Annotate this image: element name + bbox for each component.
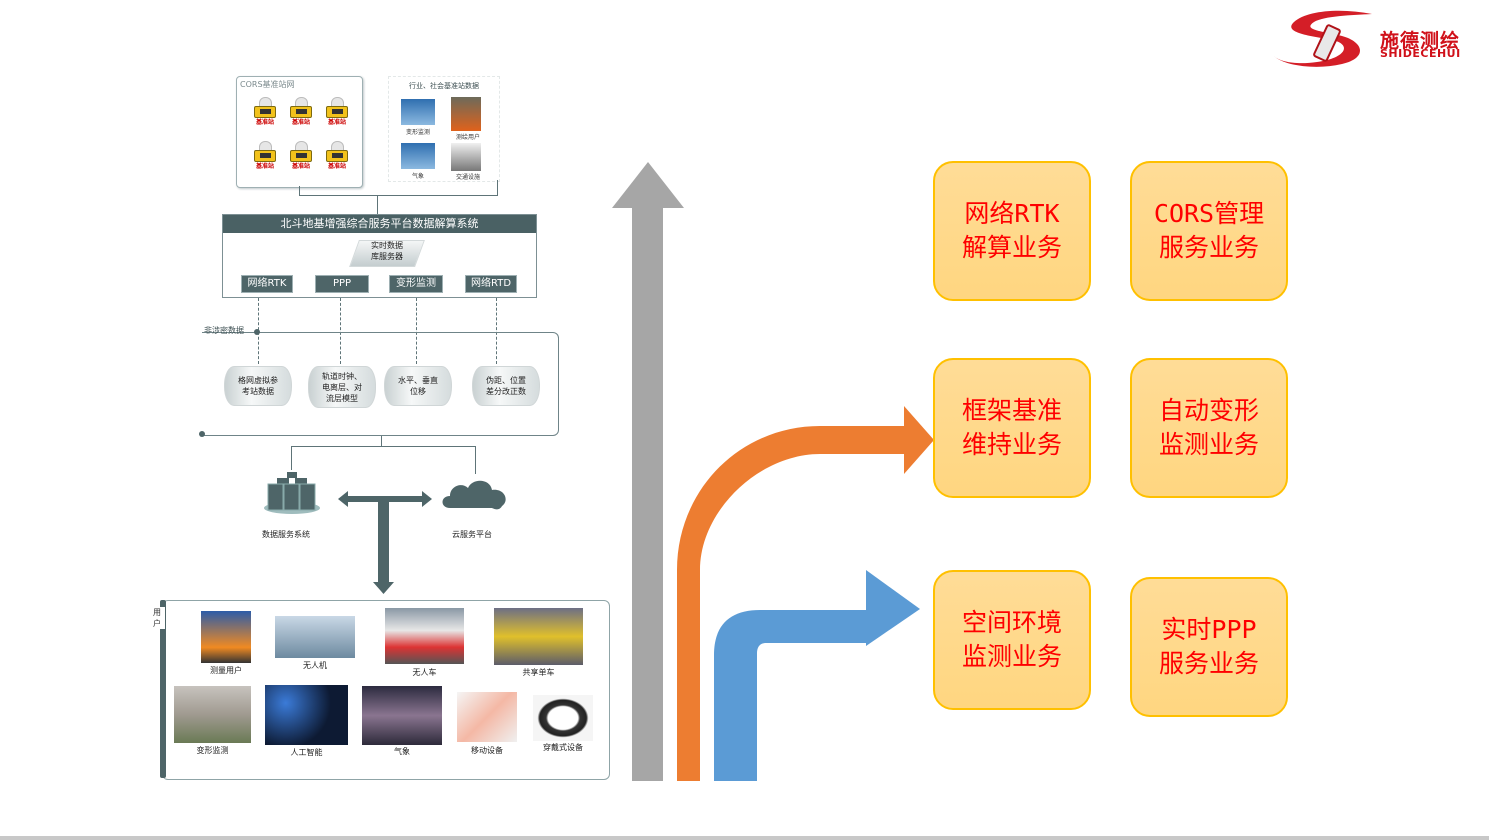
- industry-thumb: 交通设施: [451, 143, 481, 181]
- connector-line: [299, 186, 300, 196]
- service-tag-network-rtd: 网络RTD: [465, 275, 517, 293]
- product-orbit-clock-model: 轨道时钟、电离层、对流层模型: [308, 366, 376, 408]
- logo-english-name: SHIDECEHUI: [1380, 47, 1461, 60]
- base-station-icon: 基准站: [325, 97, 348, 127]
- business-box-frame-reference: 框架基准维持业务: [933, 358, 1091, 498]
- connector-line: [497, 180, 498, 196]
- company-logo: 施德测绘 SHIDECEHUI: [1272, 6, 1482, 72]
- cloud-service-platform-label: 云服务平台: [452, 530, 492, 539]
- business-box-cors-management: CORS管理服务业务: [1130, 161, 1288, 301]
- server-cluster-icon: [264, 472, 320, 514]
- user-photo-artificial-intelligence: 人工智能: [265, 685, 348, 757]
- logo-chinese-name: 施德测绘: [1380, 30, 1461, 52]
- orange-curved-arrow: [677, 406, 934, 781]
- blue-bent-arrow: [714, 570, 920, 781]
- platform-title: 北斗地基增强综合服务平台数据解算系统: [223, 215, 536, 233]
- product-grid-virtual-station: 格网虚拟参考站数据: [224, 366, 292, 406]
- business-box-auto-deformation: 自动变形监测业务: [1130, 358, 1288, 498]
- user-photo-weather: 气象: [362, 686, 442, 756]
- user-photo-mobile-device: 移动设备: [457, 692, 517, 755]
- dashed-link: [416, 298, 417, 364]
- user-photo-surveyor: 测量用户: [201, 611, 251, 675]
- connector-line: [475, 446, 476, 474]
- connector-line: [299, 195, 497, 196]
- user-photo-driverless-car: 无人车: [385, 608, 464, 677]
- cors-panel-title: CORS基准站网: [240, 80, 295, 89]
- service-tag-network-rtk: 网络RTK: [241, 275, 293, 293]
- users-panel: [162, 600, 610, 780]
- business-box-space-environment: 空间环境监测业务: [933, 570, 1091, 710]
- users-label: 用户: [153, 607, 165, 629]
- connector-line: [291, 446, 475, 447]
- base-station-icon: 基准站: [325, 141, 348, 171]
- data-service-system-label: 数据服务系统: [262, 530, 310, 539]
- industry-panel-title: 行业、社会基准站数据: [409, 82, 479, 90]
- base-station-icon: 基准站: [289, 97, 312, 127]
- connector-line: [291, 446, 292, 470]
- user-photo-wearable-device: 穿戴式设备: [533, 695, 593, 752]
- user-photo-deformation-monitoring: 变形监测: [174, 686, 251, 755]
- industry-thumb: 气象: [401, 143, 435, 180]
- loop-node: [254, 329, 260, 335]
- distribution-loop-line: [202, 332, 559, 436]
- base-station-icon: 基准站: [253, 141, 276, 171]
- growth-arrows: [612, 162, 934, 781]
- base-station-icon: 基准站: [253, 97, 276, 127]
- industry-station-panel: 行业、社会基准站数据 变形监测 测绘用户 气象 交通设施: [388, 76, 500, 182]
- users-panel-bar: [160, 600, 166, 778]
- dashed-link: [496, 298, 497, 364]
- user-photo-drone: 无人机: [275, 616, 355, 670]
- connector-line: [381, 436, 382, 447]
- bottom-divider: [0, 836, 1489, 840]
- product-displacement: 水平、垂直位移: [384, 366, 452, 406]
- cloud-icon: [442, 480, 506, 510]
- beidou-platform-panel: 北斗地基增强综合服务平台数据解算系统 实时数据库服务器 网络RTK PPP 变形…: [222, 214, 537, 298]
- connector-line: [377, 195, 378, 214]
- logo-s-swoosh-icon: [1274, 10, 1372, 67]
- cors-station-network-panel: CORS基准站网 基准站 基准站 基准站 基准站 基准站 基准站: [236, 76, 363, 188]
- gray-vertical-arrow: [612, 162, 684, 781]
- database-server-label: 实时数据库服务器: [371, 241, 403, 261]
- industry-thumb: 变形监测: [401, 99, 435, 136]
- service-tag-ppp: PPP: [315, 275, 369, 293]
- base-station-icon: 基准站: [289, 141, 312, 171]
- product-pseudorange-correction: 伪距、位置差分改正数: [472, 366, 540, 406]
- loop-node: [199, 431, 205, 437]
- user-photo-shared-bikes: 共享单车: [494, 608, 583, 677]
- dashed-link: [340, 298, 341, 364]
- industry-thumb: 测绘用户: [451, 97, 481, 141]
- non-classified-data-label: 非涉密数据: [204, 326, 244, 335]
- service-tag-deformation: 变形监测: [389, 275, 443, 293]
- bidirectional-t-connector: [338, 491, 432, 594]
